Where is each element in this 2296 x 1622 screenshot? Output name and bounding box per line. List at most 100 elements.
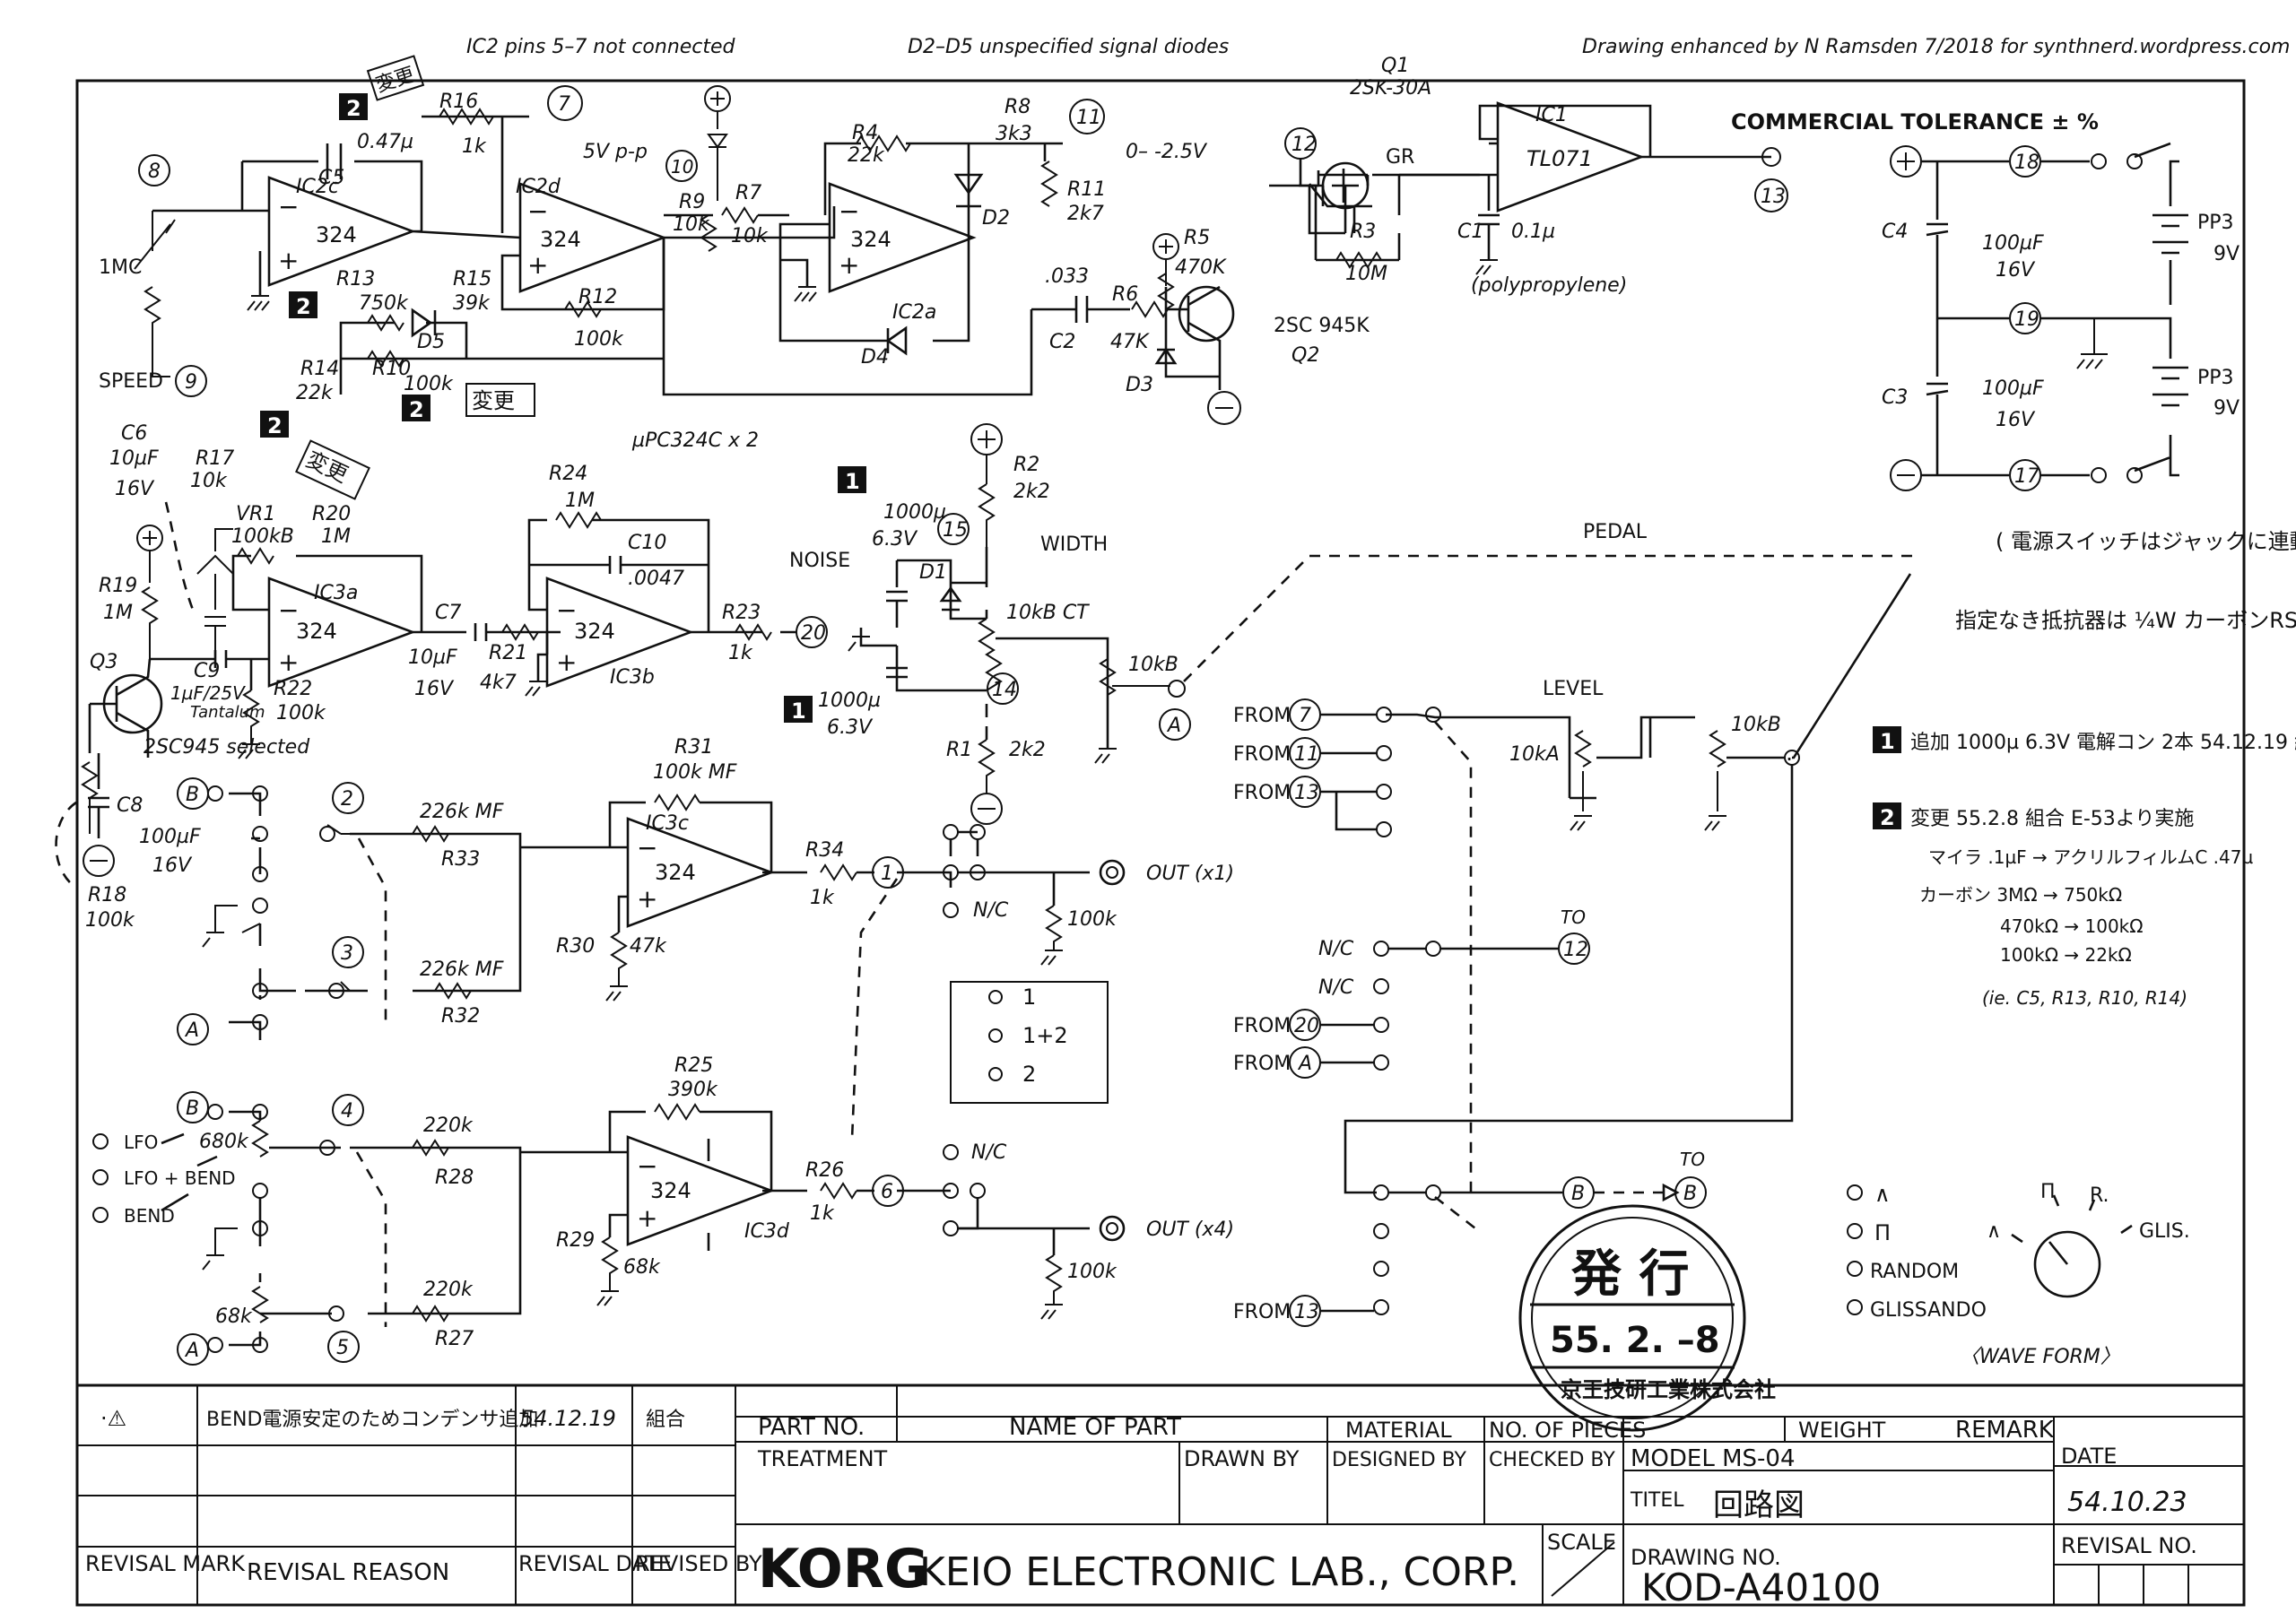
- svg-text:7: 7: [1299, 705, 1311, 727]
- svg-text:R24: R24: [549, 463, 587, 485]
- svg-text:R22: R22: [274, 678, 312, 700]
- svg-text:17: 17: [2014, 465, 2039, 488]
- svg-text:カーボン 3MΩ → 750kΩ: カーボン 3MΩ → 750kΩ: [1919, 884, 2122, 906]
- svg-text:IC3b: IC3b: [610, 666, 655, 689]
- node-6: [872, 1175, 904, 1207]
- node-1: [872, 856, 904, 889]
- svg-text:〈WAVE FORM〉: 〈WAVE FORM〉: [1960, 1346, 2120, 1368]
- svg-text:A: A: [1166, 715, 1181, 737]
- svg-text:1: 1: [1880, 729, 1895, 754]
- svg-text:N/C: N/C: [973, 899, 1009, 922]
- svg-text:∧: ∧: [1874, 1182, 1891, 1207]
- svg-text:100µF: 100µF: [139, 826, 201, 848]
- svg-text:+: +: [637, 884, 657, 914]
- svg-text:B: B: [186, 1097, 199, 1120]
- svg-text:R8: R8: [1004, 96, 1031, 118]
- svg-text:10µF: 10µF: [408, 646, 457, 669]
- svg-text:∧: ∧: [1987, 1220, 2001, 1243]
- svg-text:14: 14: [992, 679, 1017, 701]
- svg-text:1: 1: [791, 698, 806, 724]
- svg-text:2: 2: [341, 788, 353, 811]
- noise-section: IC3a 324 −+ IC3b 324 −+ 20 NOISE C6 10µF…: [55, 422, 850, 932]
- svg-text:Π: Π: [2040, 1181, 2056, 1203]
- node-a-in3: [177, 1013, 209, 1045]
- svg-text:(polypropylene): (polypropylene): [1471, 274, 1627, 297]
- svg-text:100kΩ → 22kΩ: 100kΩ → 22kΩ: [2000, 944, 2132, 966]
- svg-text:5: 5: [336, 1337, 349, 1359]
- svg-text:10k: 10k: [673, 213, 710, 236]
- ic2a-label: IC2a: [892, 301, 936, 324]
- svg-text:68k: 68k: [215, 1305, 253, 1328]
- svg-text:100µF: 100µF: [1982, 232, 2044, 255]
- svg-text:13: 13: [1761, 186, 1786, 208]
- svg-text:100k: 100k: [85, 909, 135, 932]
- svg-text:10k: 10k: [731, 225, 769, 247]
- svg-text:R17: R17: [196, 447, 234, 470]
- svg-text:1000µ: 1000µ: [818, 690, 881, 712]
- svg-text:R7: R7: [735, 182, 761, 204]
- svg-text:FROM: FROM: [1233, 782, 1291, 804]
- svg-text:LFO + BEND: LFO + BEND: [124, 1167, 236, 1189]
- svg-text:C5: C5: [318, 167, 344, 189]
- svg-text:R32: R32: [441, 1005, 480, 1028]
- svg-text:A: A: [1297, 1053, 1312, 1075]
- r16-label: R16: [439, 91, 478, 113]
- svg-text:226k MF: 226k MF: [420, 801, 504, 823]
- svg-text:5V p-p: 5V p-p: [583, 141, 648, 163]
- svg-text:.0047: .0047: [628, 568, 684, 590]
- svg-text:PART NO.: PART NO.: [758, 1414, 865, 1441]
- svg-text:10kB: 10kB: [1128, 654, 1178, 676]
- svg-text:NO. OF PIECES: NO. OF PIECES: [1489, 1418, 1646, 1443]
- svg-text:FROM: FROM: [1233, 1015, 1291, 1037]
- svg-text:1k: 1k: [462, 135, 487, 158]
- svg-text:1: 1: [845, 469, 860, 494]
- svg-text:R15: R15: [453, 268, 491, 291]
- vco-section: IC2c 324 −+ IC2d 324 −+ IC2a 324 −+: [99, 55, 1208, 500]
- svg-text:100k MF: 100k MF: [653, 761, 737, 784]
- svg-text:20: 20: [1294, 1015, 1319, 1037]
- svg-text:4k7: 4k7: [480, 672, 517, 694]
- svg-text:22k: 22k: [296, 382, 334, 404]
- svg-text:C9: C9: [194, 660, 220, 682]
- svg-text:R18: R18: [88, 884, 126, 906]
- svg-text:京王技研工業株式会社: 京王技研工業株式会社: [1561, 1377, 1776, 1402]
- svg-text:20: 20: [801, 622, 826, 645]
- svg-text:C6: C6: [121, 422, 147, 445]
- svg-text:10kB: 10kB: [1731, 714, 1781, 736]
- svg-text:D5: D5: [417, 331, 445, 353]
- svg-text:2: 2: [296, 294, 311, 319]
- node-17: [2009, 459, 2041, 491]
- svg-text:R23: R23: [722, 602, 761, 624]
- svg-text:REVISAL REASON: REVISAL REASON: [247, 1559, 449, 1586]
- svg-text:R27: R27: [435, 1328, 474, 1350]
- svg-text:18: 18: [2014, 152, 2039, 174]
- svg-text:226k MF: 226k MF: [420, 958, 504, 981]
- header-credit: Drawing enhanced by N Ramsden 7/2018 for…: [1582, 36, 2291, 58]
- svg-text:R11: R11: [1067, 178, 1106, 201]
- svg-text:1k: 1k: [728, 642, 753, 664]
- out-x4-jack: [1099, 1215, 1126, 1242]
- svg-text:19: 19: [2014, 308, 2039, 331]
- svg-text:NOISE: NOISE: [789, 550, 850, 572]
- svg-text:16V: 16V: [1996, 409, 2036, 431]
- svg-text:2: 2: [1022, 1062, 1036, 1087]
- svg-text:−: −: [278, 595, 299, 625]
- svg-text:13: 13: [1294, 1301, 1319, 1323]
- svg-text:+: +: [278, 246, 299, 275]
- svg-text:Q2: Q2: [1292, 344, 1319, 367]
- svg-text:A: A: [184, 1340, 199, 1362]
- svg-text:2: 2: [267, 413, 283, 438]
- svg-text:REVISAL DATE: REVISAL DATE: [518, 1551, 672, 1576]
- svg-text:22k: 22k: [848, 144, 885, 167]
- svg-text:R19: R19: [99, 575, 137, 597]
- svg-text:R31: R31: [674, 736, 713, 759]
- svg-text:R12: R12: [578, 286, 617, 308]
- svg-text:B: B: [1683, 1183, 1697, 1205]
- svg-text:2k7: 2k7: [1067, 203, 1104, 225]
- svg-text:R13: R13: [336, 268, 375, 291]
- svg-text:220k: 220k: [423, 1279, 474, 1301]
- svg-text:KOD-A40100: KOD-A40100: [1641, 1566, 1881, 1609]
- svg-text:R3: R3: [1350, 221, 1376, 243]
- svg-text:Q1: Q1: [1381, 55, 1409, 77]
